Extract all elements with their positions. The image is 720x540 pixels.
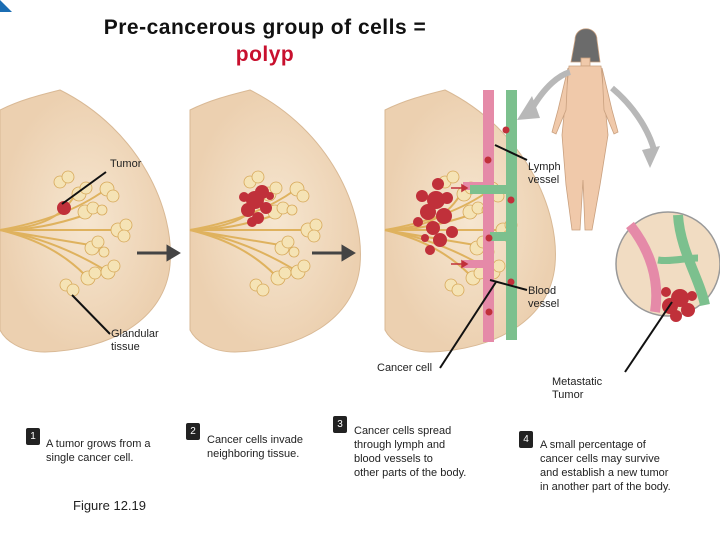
- breast-panel-1: [0, 89, 172, 353]
- step-4-line-2: cancer cells may survive: [540, 453, 660, 465]
- label-glandular-line-1: Glandular: [111, 328, 159, 340]
- label-metastatic-line-1: Metastatic: [552, 376, 603, 388]
- label-lymph-line-2: vessel: [528, 174, 560, 186]
- step-2-text: Cancer cells invade neighboring tissue.: [207, 433, 303, 461]
- tumor-growing: [239, 185, 274, 227]
- figure-caption: Figure 12.19: [73, 498, 146, 513]
- step-4-line-4: in another part of the body.: [540, 481, 671, 493]
- label-lymph-line-1: Lymph: [528, 161, 561, 173]
- circulating-cells: [484, 126, 515, 316]
- label-blood-vessel: Blood vessel: [528, 285, 559, 311]
- step-4-text: A small percentage of cancer cells may s…: [540, 438, 671, 494]
- step-4-line-1: A small percentage of: [540, 439, 646, 451]
- label-metastatic-tumor: Metastatic Tumor: [552, 376, 602, 402]
- progression-arrows: [137, 244, 356, 262]
- label-glandular-tissue: Glandular tissue: [111, 328, 159, 354]
- label-metastatic-line-2: Tumor: [552, 389, 584, 401]
- label-lymph-vessel: Lymph vessel: [528, 161, 561, 187]
- label-tumor: Tumor: [110, 158, 142, 170]
- tumor-small: [57, 201, 71, 215]
- step-3-number: 3: [333, 416, 347, 433]
- metastatic-tumor: [661, 287, 697, 322]
- step-1-line-2: single cancer cell.: [46, 452, 134, 464]
- title-line-1: Pre-cancerous group of cells =: [103, 16, 427, 39]
- label-glandular-line-2: tissue: [111, 341, 140, 353]
- step-2-line-1: Cancer cells invade: [207, 434, 303, 446]
- lymph-vessel-branches: [470, 185, 508, 241]
- step-3-line-2: through lymph and: [354, 439, 446, 451]
- step-1-line-1: A tumor grows from a: [46, 438, 151, 450]
- step-4-line-3: and establish a new tumor: [540, 467, 669, 479]
- corner-marker: [0, 0, 12, 12]
- label-blood-line-2: vessel: [528, 298, 560, 310]
- human-figure: [551, 28, 619, 231]
- label-cancer-cell: Cancer cell: [377, 362, 433, 374]
- step-3-text: Cancer cells spread through lymph and bl…: [354, 424, 466, 480]
- step-3-line-4: other parts of the body.: [354, 467, 467, 479]
- step-1-text: A tumor grows from a single cancer cell.: [46, 437, 151, 465]
- label-blood-line-1: Blood: [528, 285, 557, 297]
- step-2-number: 2: [186, 423, 200, 440]
- label-pointers: [61, 144, 673, 373]
- breast-panel-2: [189, 89, 362, 353]
- breast-panel-3: [384, 89, 557, 353]
- page-title: Pre-cancerous group of cells = polyp: [0, 14, 530, 68]
- step-3-line-1: Cancer cells spread: [354, 425, 452, 437]
- step-3-line-3: blood vessels to: [354, 453, 433, 465]
- step-1-number: 1: [26, 428, 40, 445]
- spread-arrows: [451, 183, 469, 269]
- title-line-2: polyp: [235, 43, 295, 66]
- tumor-spreading: [413, 178, 458, 255]
- magnified-vessels: [626, 214, 710, 313]
- blood-vessel: [483, 90, 494, 342]
- lymph-vessel: [506, 90, 517, 340]
- step-4-number: 4: [519, 431, 533, 448]
- step-2-line-2: neighboring tissue.: [207, 448, 300, 460]
